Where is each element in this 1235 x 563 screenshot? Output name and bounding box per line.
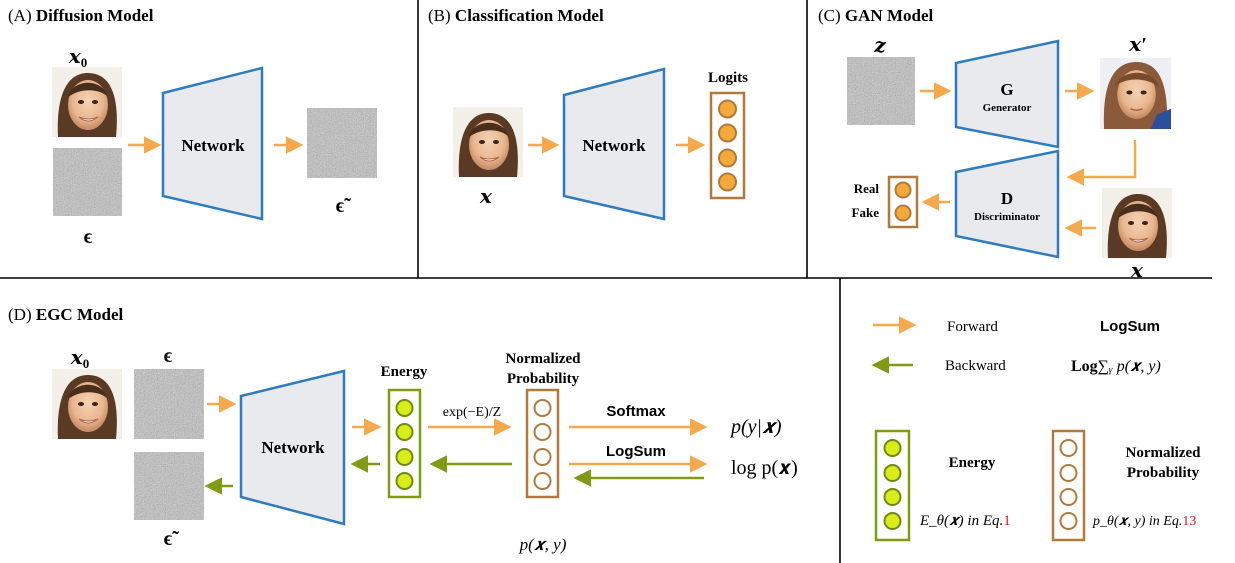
epsilon-label: ϵ (84, 226, 93, 248)
real-fake-nodes (894, 181, 912, 222)
predicted-noise-image (307, 108, 377, 178)
panel-b-classification: (B) Classification Model 𝒙 Network Logit… (428, 6, 748, 221)
x-label: 𝒙 (1130, 260, 1144, 282)
noise-image (53, 148, 122, 216)
legend: Forward Backward LogSum Log∑ᵧ p(𝒙, y) En… (871, 316, 1202, 542)
x0-label: 𝒙0 (68, 46, 87, 70)
energy-label: Energy (381, 364, 428, 380)
predicted-noise-image (134, 452, 204, 520)
logits-label: Logits (708, 70, 748, 86)
network-label: Network (181, 136, 245, 155)
x-label: 𝒙 (479, 186, 493, 208)
fake-label: Fake (852, 205, 880, 220)
legend-normalized-label: Normalized (1126, 445, 1202, 461)
log-px-label: log p(𝒙) (731, 457, 798, 479)
panel-d-egc: (D) EGC Model 𝒙0 ϵ ϵ̃ Network Energy exp… (8, 305, 798, 554)
epsilon-tilde-label: ϵ̃ (336, 195, 351, 217)
logit-nodes (718, 99, 737, 192)
legend-probability-label: Probability (1127, 465, 1200, 481)
x0-label: 𝒙0 (70, 347, 89, 371)
generator-letter: G (1000, 80, 1013, 99)
discriminator-letter: D (1001, 189, 1013, 208)
exp-formula-label: exp(−E)/Z (443, 405, 501, 420)
generated-to-discriminator-arrow (1066, 140, 1137, 186)
panel-a-diffusion: (A) Diffusion Model 𝒙0 ϵ Network ϵ̃ (8, 6, 377, 248)
z-label: 𝒛 (873, 35, 886, 57)
legend-energy-formula: E_θ(𝒙) in Eq.1 (919, 513, 1011, 529)
real-face-image (1102, 188, 1172, 258)
legend-probability-nodes (1059, 439, 1078, 530)
legend-energy-label: Energy (949, 455, 996, 471)
network-trapezoid (562, 67, 666, 221)
epsilon-tilde-label: ϵ̃ (164, 528, 179, 550)
normalized-probability-nodes (533, 399, 552, 490)
generator-label: Generator (983, 102, 1032, 114)
network-label: Network (582, 136, 646, 155)
energy-nodes (395, 399, 414, 490)
logsum-label: LogSum (606, 443, 666, 460)
legend-logsum-formula: Log∑ᵧ p(𝒙, y) (1071, 358, 1161, 375)
p-y-given-x-label: p(y|𝒙) (729, 416, 782, 438)
discriminator-label: Discriminator (974, 211, 1040, 223)
legend-logsum-title: LogSum (1100, 318, 1160, 335)
legend-forward-label: Forward (947, 319, 998, 335)
p-xy-label: p(𝒙, y) (519, 535, 567, 554)
normalized-label: Normalized (506, 351, 582, 367)
panel-d-title: (D) EGC Model (8, 305, 123, 324)
legend-backward-label: Backward (945, 358, 1006, 374)
legend-energy-nodes (883, 439, 902, 530)
panel-c-gan: (C) GAN Model 𝒛 G Generator 𝒙′ D Discrim… (818, 6, 1172, 282)
panel-c-title: (C) GAN Model (818, 6, 933, 25)
network-trapezoid (161, 66, 264, 221)
epsilon-label: ϵ (164, 345, 173, 367)
panel-b-title: (B) Classification Model (428, 6, 604, 25)
generator-trapezoid (954, 39, 1060, 149)
network-trapezoid (239, 369, 346, 526)
input-face-image (453, 107, 523, 177)
legend-probability-formula: p_θ(𝒙, y) in Eq.13 (1092, 514, 1196, 529)
network-label: Network (261, 438, 325, 457)
real-label: Real (854, 181, 880, 196)
x-prime-label: 𝒙′ (1128, 34, 1147, 56)
input-face-image (52, 67, 122, 137)
latent-noise-image (847, 57, 915, 125)
panel-a-title: (A) Diffusion Model (8, 6, 154, 25)
softmax-label: Softmax (606, 403, 666, 420)
generated-face-image (1100, 57, 1171, 130)
noise-image (134, 369, 204, 439)
probability-label: Probability (507, 371, 580, 387)
discriminator-trapezoid (954, 149, 1060, 259)
input-face-image (52, 369, 122, 439)
